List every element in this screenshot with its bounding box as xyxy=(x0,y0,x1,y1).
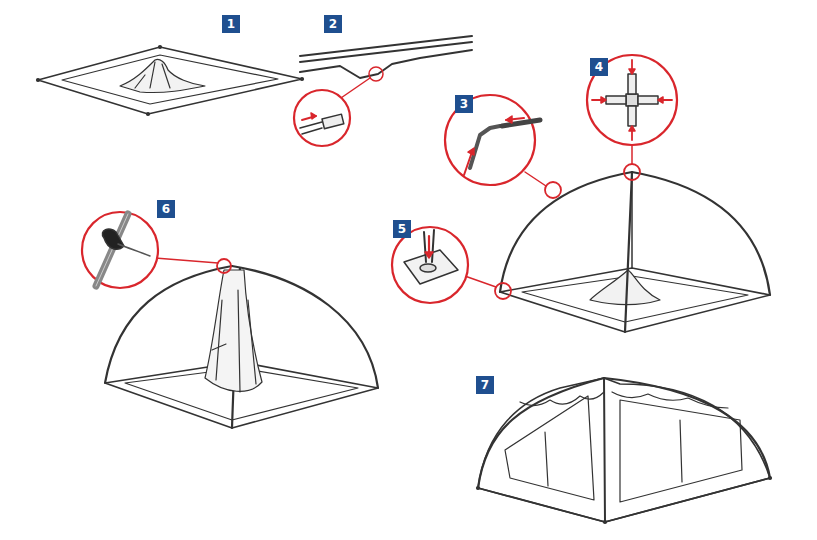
pole-joint xyxy=(300,113,344,134)
ground-sheet xyxy=(37,46,304,116)
pin-ring xyxy=(404,230,458,284)
step-number: 4 xyxy=(595,60,603,74)
step-number-box: 3 xyxy=(455,95,473,113)
tent-frame xyxy=(495,164,770,332)
step-number: 6 xyxy=(162,202,170,216)
step-number-box: 7 xyxy=(476,376,494,394)
step-number: 5 xyxy=(398,222,406,236)
step-number-box: 1 xyxy=(222,15,240,33)
step-number: 7 xyxy=(481,378,489,392)
clip xyxy=(96,214,150,286)
step-number-box: 4 xyxy=(590,58,608,76)
step-number: 3 xyxy=(460,97,468,111)
finished-tent xyxy=(477,378,772,524)
step-number: 1 xyxy=(227,17,235,31)
step-number-box: 6 xyxy=(157,200,175,218)
pole-end xyxy=(464,116,540,175)
tent-fabric xyxy=(105,259,378,428)
poles xyxy=(300,36,472,78)
step-number-box: 2 xyxy=(324,15,342,33)
step-number: 2 xyxy=(329,17,337,31)
step-number-box: 5 xyxy=(393,220,411,238)
